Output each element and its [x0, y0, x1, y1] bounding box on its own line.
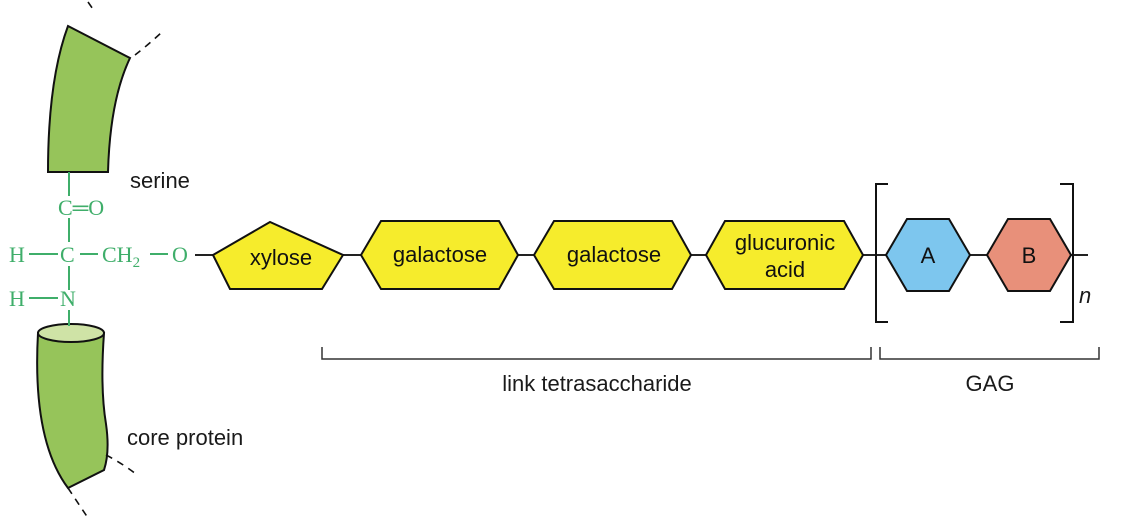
- alpha-hydrogen: H: [9, 242, 25, 267]
- alpha-carbon: C: [60, 242, 75, 267]
- repeat-bracket-left: [875, 183, 888, 323]
- core-protein-lower-segment: [36, 332, 109, 490]
- serine-chemistry: [29, 172, 168, 326]
- carbonyl-group: C═O: [58, 195, 104, 220]
- galactose-2-hexagon: [532, 220, 693, 290]
- linking-oxygen: O: [172, 242, 188, 267]
- amide-hydrogen: H: [9, 286, 25, 311]
- glucuronic-acid-hexagon: [704, 220, 865, 290]
- unit-a-hexagon: [884, 218, 972, 292]
- glucuronic-acid-label-line1: glucuronic: [735, 230, 835, 255]
- repeat-count-n: n: [1079, 283, 1091, 308]
- galactose-1-hexagon: [359, 220, 520, 290]
- core-protein-label: core protein: [127, 425, 243, 450]
- amide-nitrogen: N: [60, 286, 76, 311]
- gag-bracket: [879, 347, 1100, 360]
- core-protein-upper-segment: [46, 24, 132, 173]
- serine-label: serine: [130, 168, 190, 193]
- unit-b-label: B: [1022, 243, 1037, 268]
- methylene-group: CH2: [102, 242, 140, 271]
- glucuronic-acid-label-line2: acid: [765, 257, 805, 282]
- link-tetrasaccharide-label: link tetrasaccharide: [502, 371, 692, 396]
- core-protein-lower-continuation: [67, 454, 137, 519]
- galactose-1-label: galactose: [393, 242, 487, 267]
- core-protein-cut-face: [37, 323, 105, 343]
- link-tetrasaccharide-bracket: [321, 347, 872, 360]
- gag-label: GAG: [966, 371, 1015, 396]
- unit-b-hexagon: [985, 218, 1073, 292]
- xylose-label: xylose: [250, 245, 312, 270]
- repeat-bracket-right: [1060, 183, 1074, 323]
- galactose-2-label: galactose: [567, 242, 661, 267]
- unit-a-label: A: [921, 243, 936, 268]
- core-protein-upper-continuation: [87, 1, 163, 56]
- xylose-pentagon: [211, 220, 345, 290]
